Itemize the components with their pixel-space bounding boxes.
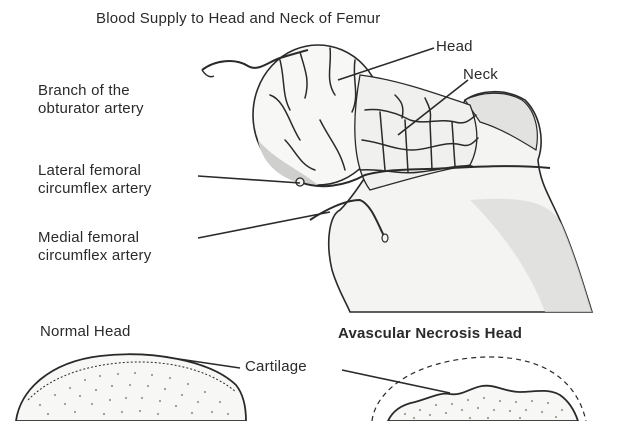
label-medial-circumflex: Medial femoral circumflex artery [38,229,151,265]
label-cartilage: Cartilage [245,358,307,375]
label-normal-head: Normal Head [40,323,131,340]
label-obturator-line2: obturator artery [38,100,144,118]
label-lateral-line1: Lateral femoral [38,162,151,180]
diagram-title: Blood Supply to Head and Neck of Femur [96,10,380,27]
label-lateral-circumflex: Lateral femoral circumflex artery [38,162,151,198]
label-obturator-line1: Branch of the [38,82,144,100]
avn-head-section [388,386,578,421]
label-obturator-artery: Branch of the obturator artery [38,82,144,118]
label-head: Head [436,38,473,55]
label-neck: Neck [463,66,498,83]
label-medial-line2: circumflex artery [38,247,151,265]
label-avascular-necrosis-head: Avascular Necrosis Head [338,325,522,342]
label-lateral-line2: circumflex artery [38,180,151,198]
label-medial-line1: Medial femoral [38,229,151,247]
